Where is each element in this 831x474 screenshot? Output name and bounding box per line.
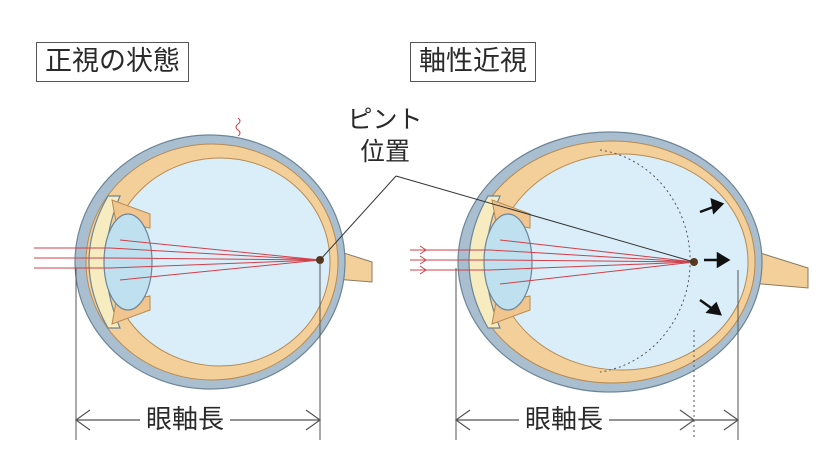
light-rays-left [34,239,321,281]
myopic-eye [410,131,809,440]
axial-arrowhead-left-b [305,409,322,431]
leader-line-normal [319,175,397,261]
axial-arrowhead-right-a [454,409,471,431]
elongation-arrows [699,198,731,316]
lens-left [103,213,153,311]
axial-length-label-right: 眼軸長 [519,403,610,437]
normal-eye [34,117,373,440]
axial-arrowhead-right-mid [679,409,696,431]
vitreous-right [495,153,749,371]
focus-label-line2: 位置 [359,137,410,166]
axial-arrowhead-left-a [74,409,91,431]
axial-arrowhead-right-b [723,409,740,431]
focus-position-label: ピント 位置 [330,104,440,168]
focus-label-line1: ピント [347,105,423,134]
axial-length-label-left: 眼軸長 [140,403,231,437]
light-rays-right [410,239,695,285]
title-axial-myopia: 軸性近視 [410,42,536,82]
lens-right [483,213,533,311]
muscle-mark-left [235,117,241,137]
leader-line-myopia [395,175,695,263]
title-normal-vision: 正視の状態 [36,42,189,82]
